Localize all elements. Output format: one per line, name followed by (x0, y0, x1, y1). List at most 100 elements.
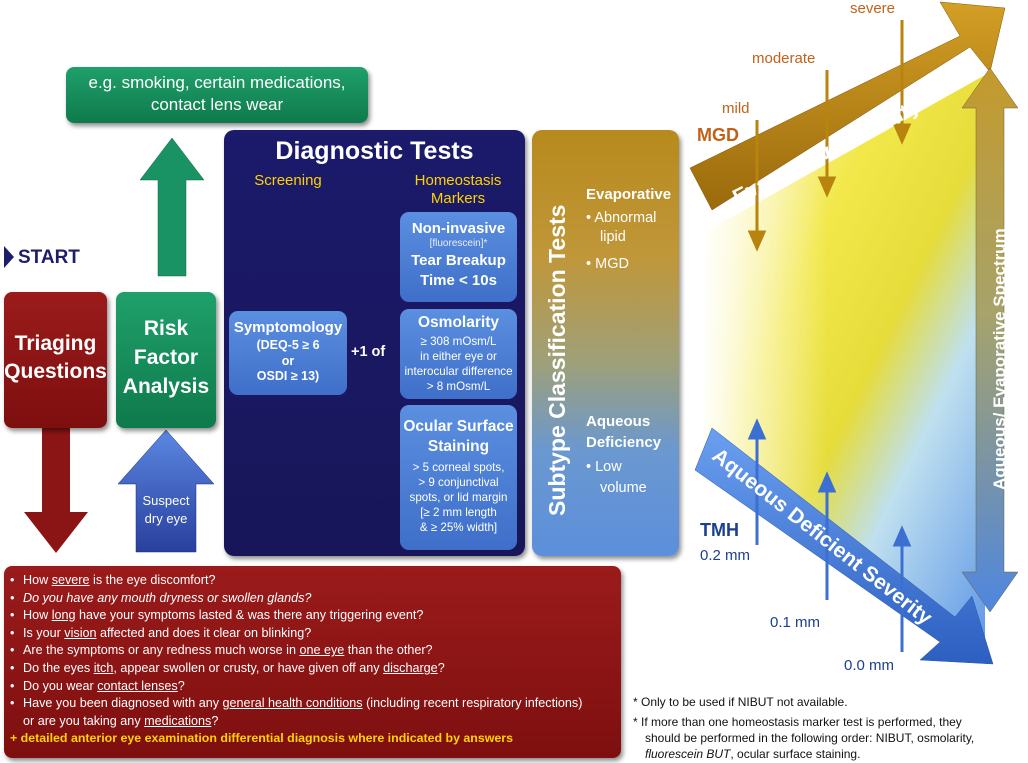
question-item: Do you wear contact lenses? (8, 678, 621, 696)
oss-line4: [≥ 2 mm length (420, 506, 497, 519)
question-item: Is your vision affected and does it clea… (8, 625, 621, 643)
question-keyword: severe (51, 573, 90, 587)
oss-title1: Ocular Surface (403, 418, 514, 435)
evaporative-title: Evaporative (586, 186, 672, 203)
footnotes: * Only to be used if NIBUT not available… (633, 694, 1025, 762)
risk-examples-line1: e.g. smoking, certain medications, (88, 73, 346, 92)
diagnostic-tests-title: Diagnostic Tests (275, 137, 474, 165)
question-keyword: contact lenses (97, 678, 178, 693)
question-text: Do you have any mouth dryness or swollen… (23, 590, 312, 605)
question-text: Is your (23, 625, 65, 640)
moderate-label: moderate (752, 50, 816, 67)
questions-footer: + detailed anterior eye examination diff… (10, 731, 514, 746)
aqueous-bullet1b: volume (600, 480, 647, 496)
triaging-line1: Triaging (14, 332, 97, 355)
question-keyword: itch (93, 660, 114, 675)
footnote-2b: should be performed in the following ord… (645, 731, 975, 745)
nibut-line2: [fluorescein]* (429, 238, 488, 249)
osmolarity-box: Osmolarity ≥ 308 mOsm/L in either eye or… (400, 309, 517, 399)
start-label: START (18, 247, 80, 268)
question-keyword: medications (144, 713, 212, 728)
tmh-label: TMH (700, 520, 739, 540)
question-text: than the other? (344, 643, 433, 658)
question-text: , appear swollen or crusty, or have give… (113, 660, 384, 675)
question-text: or are you taking any (23, 713, 145, 728)
symptomology-line2: or (281, 353, 295, 368)
tmh-markers (747, 418, 912, 652)
question-text: is the eye discomfort? (89, 573, 216, 587)
footnote-2c-italic: fluorescein BUT (645, 747, 731, 761)
green-up-arrow (139, 137, 205, 277)
triaging-questions-box: Triaging Questions (4, 292, 107, 428)
osmolarity-line4: > 8 mOsm/L (426, 380, 491, 393)
question-item: Do you have any mouth dryness or swollen… (8, 590, 621, 608)
footnote-1: * Only to be used if NIBUT not available… (633, 695, 848, 709)
question-item: Do the eyes itch, appear swollen or crus… (8, 660, 621, 678)
oss-title2: Staining (427, 438, 490, 455)
homeostasis-line2: Markers (430, 190, 486, 207)
oss-line2: > 9 conjunctival (418, 476, 499, 489)
nibut-line3: Tear Breakup (411, 252, 506, 269)
blue-up-arrow (117, 429, 215, 553)
suspect-dry-eye-label: Suspect dry eye (128, 492, 204, 528)
risk-line3: Analysis (122, 375, 210, 398)
start-icon (4, 246, 14, 268)
aqueous-title1: Aqueous (586, 413, 651, 430)
aqueous-subtype: Aqueous Deficiency • Low volume (586, 411, 676, 499)
tmh-01-label: 0.1 mm (770, 614, 821, 631)
symptomology-box: Symptomology (DEQ-5 ≥ 6 or OSDI ≥ 13) (229, 311, 347, 395)
question-text: Have you been diagnosed with any (23, 696, 223, 711)
mgd-label: MGD (697, 125, 739, 145)
risk-line2: Factor (133, 346, 199, 369)
question-item: Have you been diagnosed with any general… (8, 695, 621, 713)
ocular-surface-staining-box: Ocular Surface Staining > 5 corneal spot… (400, 405, 517, 550)
oss-line1: > 5 corneal spots, (412, 461, 505, 474)
nibut-line4: Time < 10s (420, 272, 497, 289)
suspect-line2: dry eye (144, 511, 188, 526)
symptomology-line1: (DEQ-5 ≥ 6 (256, 338, 320, 352)
risk-examples-box: e.g. smoking, certain medications, conta… (66, 67, 368, 123)
question-text: ? (177, 678, 185, 693)
triaging-questions-list: How severe is the eye discomfort?Do you … (4, 566, 621, 758)
spectrum-label: Aqueous/ Evaporative Spectrum (990, 228, 1009, 490)
homeostasis-line1: Homeostasis (414, 172, 502, 189)
evaporative-severity-arrow (689, 1, 1006, 211)
question-text: ? (437, 660, 445, 675)
question-keyword: discharge (383, 660, 438, 675)
footnote-2c-rest: , ocular surface staining. (730, 747, 861, 761)
nibut-line1: Non-invasive (411, 220, 506, 237)
subtype-classification-panel (532, 130, 679, 556)
evaporative-subtype: Evaporative • Abnormal lipid • MGD (586, 186, 676, 274)
evaporative-bullet2: MGD (595, 256, 629, 272)
risk-factor-box: Risk Factor Analysis (116, 292, 216, 428)
oss-line5: & ≥ 25% width] (419, 521, 498, 534)
question-text: Are the symptoms or any redness much wor… (23, 643, 300, 658)
triaging-line2: Questions (4, 360, 107, 383)
risk-examples-line2: contact lens wear (150, 95, 284, 114)
question-keyword: vision (64, 625, 97, 640)
question-text: How (23, 608, 52, 623)
evaporative-bullet1a: Abnormal (594, 210, 657, 226)
risk-line1: Risk (143, 317, 189, 340)
evaporative-bullet1b: lipid (600, 229, 626, 245)
mgd-severity-markers (747, 20, 912, 252)
question-text: Do the eyes (23, 660, 94, 675)
osmolarity-line1: ≥ 308 mOsm/L (420, 335, 497, 348)
question-item: Are the symptoms or any redness much wor… (8, 642, 621, 660)
tmh-00-label: 0.0 mm (844, 657, 895, 674)
question-text: have your symptoms lasted & was there an… (75, 608, 424, 623)
question-item: or are you taking any medications? (8, 713, 621, 731)
plus-one-label: +1 of (351, 344, 386, 360)
spectrum-double-arrow (961, 67, 1019, 613)
question-text: affected and does it clear on blinking? (96, 625, 312, 640)
tmh-02-label: 0.2 mm (700, 547, 751, 564)
question-item: How severe is the eye discomfort? (8, 572, 621, 590)
suspect-line1: Suspect (142, 493, 190, 508)
homeostasis-markers-label: Homeostasis Markers (398, 172, 518, 208)
nibut-box: Non-invasive [fluorescein]* Tear Breakup… (400, 212, 517, 302)
question-item: How long have your symptoms lasted & was… (8, 607, 621, 625)
question-keyword: long (51, 608, 76, 623)
aqueous-severity-arrow (694, 427, 994, 665)
questions-list: How severe is the eye discomfort?Do you … (4, 566, 621, 730)
